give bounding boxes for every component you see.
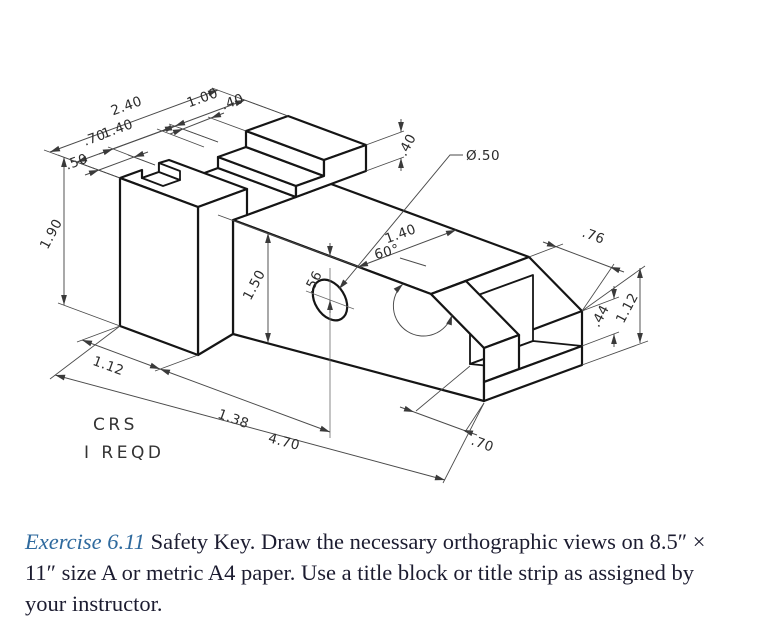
dim-label: Ø.50 [466,148,500,164]
left-block-notch-riser [158,162,181,181]
dim-overall-length: 4.70 [49,325,485,484]
dim-label: .40 [219,91,246,114]
dim-left-height: 1.90 [37,154,121,327]
dim-hole-offset: 1.38 [159,368,331,433]
dim-label: .44 [588,302,613,330]
dim-label: 1.12 [613,290,642,326]
dim-label: 2.40 [109,93,145,119]
isometric-drawing: 2.40 1.40 1.00 .50 [37,85,649,484]
dim-step-width: .40 [169,91,246,143]
material-note: CRS I REQD [84,415,164,463]
dim-label: .40 [395,131,420,159]
figure-caption: Exercise 6.11 Safety Key. Draw the neces… [25,526,737,619]
dim-label: .70 [469,433,496,456]
dim-label: 1.00 [185,85,221,111]
dim-label: .70 [81,127,108,150]
dim-label: 4.70 [266,430,301,454]
caption-text: Safety Key. Draw the necessary orthograp… [25,529,706,616]
quantity-label: I REQD [84,443,164,463]
dim-left-wall-width: .70 [81,124,205,166]
dim-step-height: .40 [365,119,420,172]
dim-label: 60° [373,241,402,263]
dim-label: .76 [580,225,607,248]
dim-label: 1.90 [37,216,66,252]
material-label: CRS [93,415,138,435]
left-block-front-face [118,176,200,357]
dim-chamfer-run: .76 [528,225,625,312]
dim-chamfer-angle: 60° [373,241,453,337]
dim-label: 1.12 [91,353,127,379]
exercise-number: Exercise 6.11 [25,529,145,554]
